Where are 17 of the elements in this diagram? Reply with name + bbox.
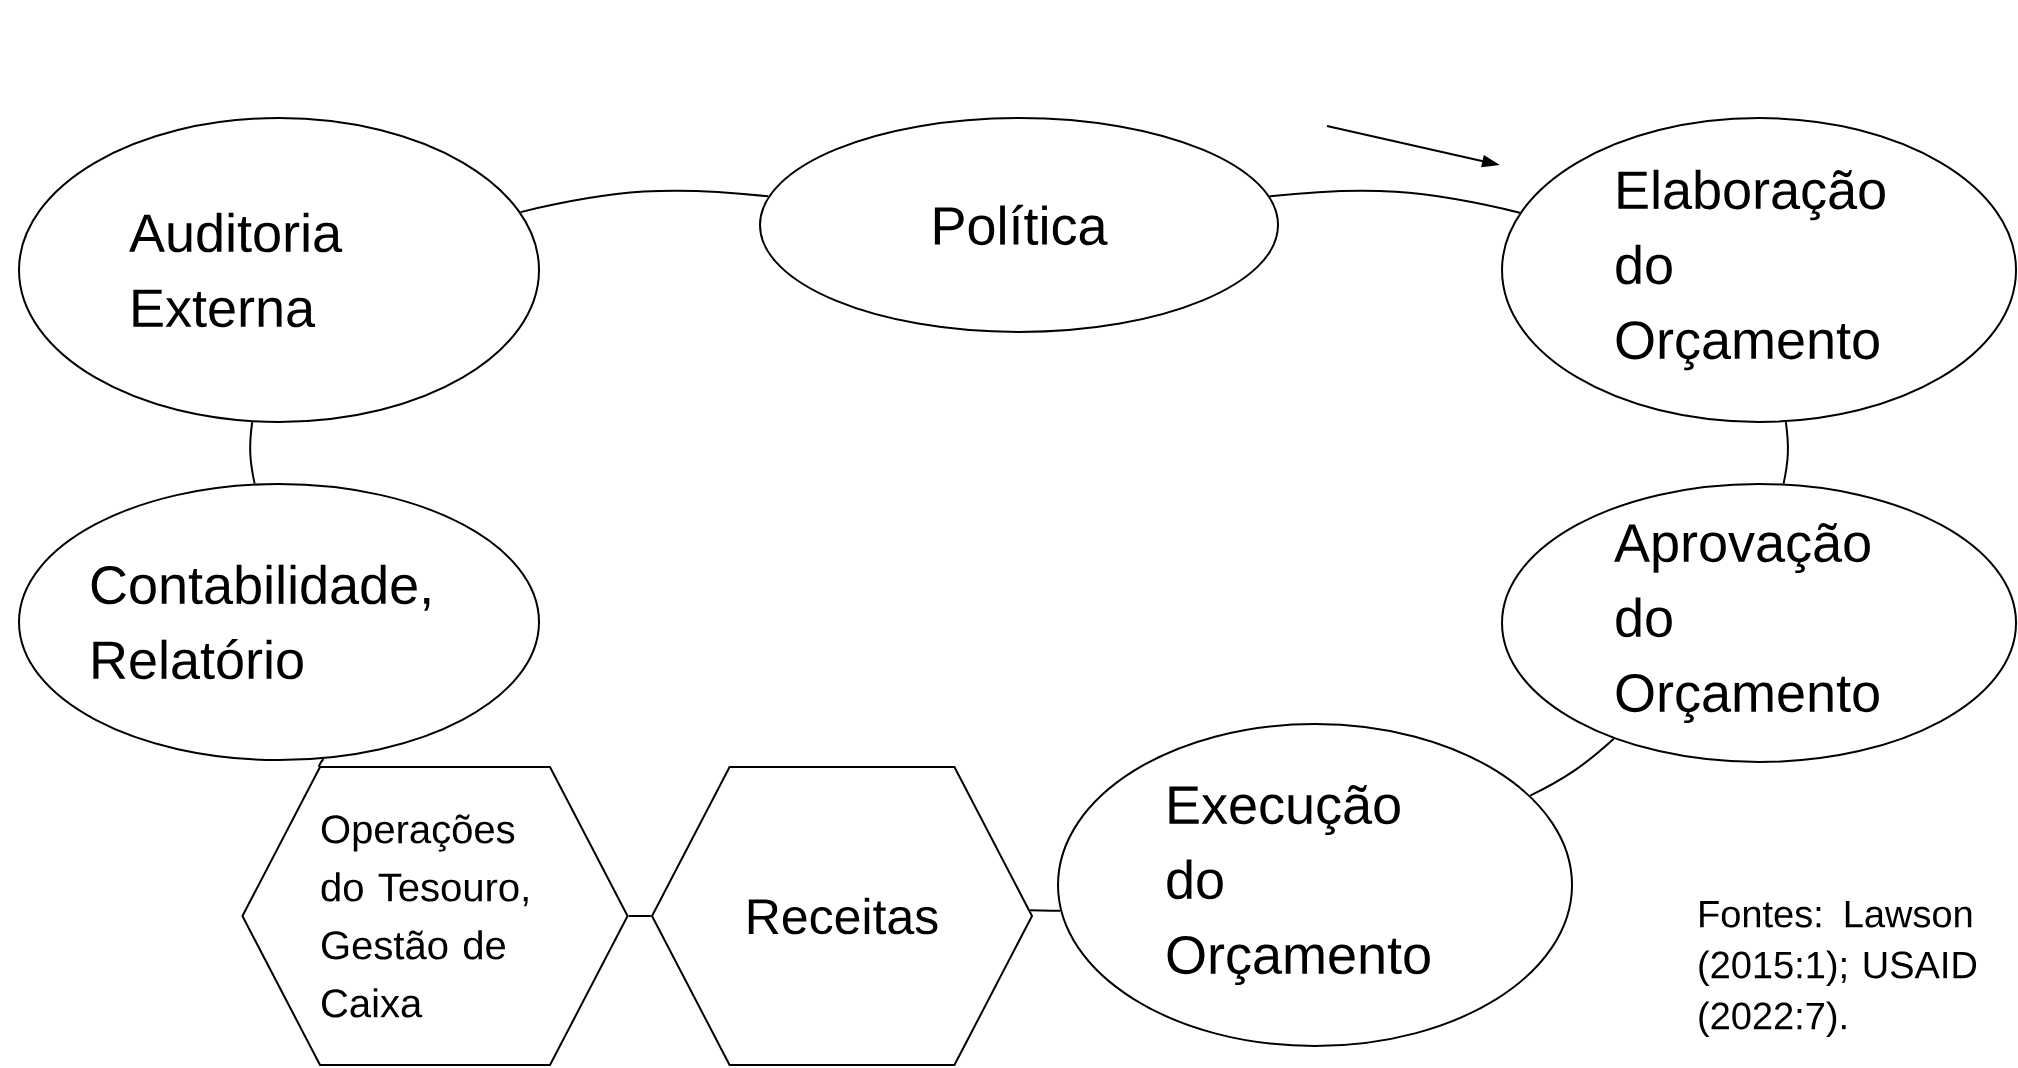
connector-line bbox=[1529, 737, 1615, 797]
connector-line bbox=[519, 189, 770, 214]
connector-line bbox=[1029, 909, 1062, 912]
hexagon-node: Receitas bbox=[650, 766, 1034, 1066]
source-note: Fontes: Lawson (2015:1); USAID (2022:7). bbox=[1699, 901, 1977, 1038]
connector-line bbox=[1782, 421, 1789, 485]
ellipse-node: Execução do Orçamento bbox=[1057, 723, 1573, 1047]
connector-line bbox=[1268, 189, 1521, 214]
ellipse-node: Aprovação do Orçamento bbox=[1501, 483, 2017, 763]
ellipse-node: Auditoria Externa bbox=[18, 117, 540, 423]
connector-line bbox=[317, 758, 325, 768]
connector-line bbox=[627, 915, 652, 917]
ellipse-node: Contabilidade, Relatório bbox=[18, 483, 540, 761]
ellipse-node: Política bbox=[759, 117, 1279, 333]
hexagon-node: Operações do Tesouro, Gestão de Caixa bbox=[241, 766, 629, 1066]
ellipse-node: Elaboração do Orçamento bbox=[1501, 117, 2017, 423]
connector-line bbox=[249, 421, 256, 485]
